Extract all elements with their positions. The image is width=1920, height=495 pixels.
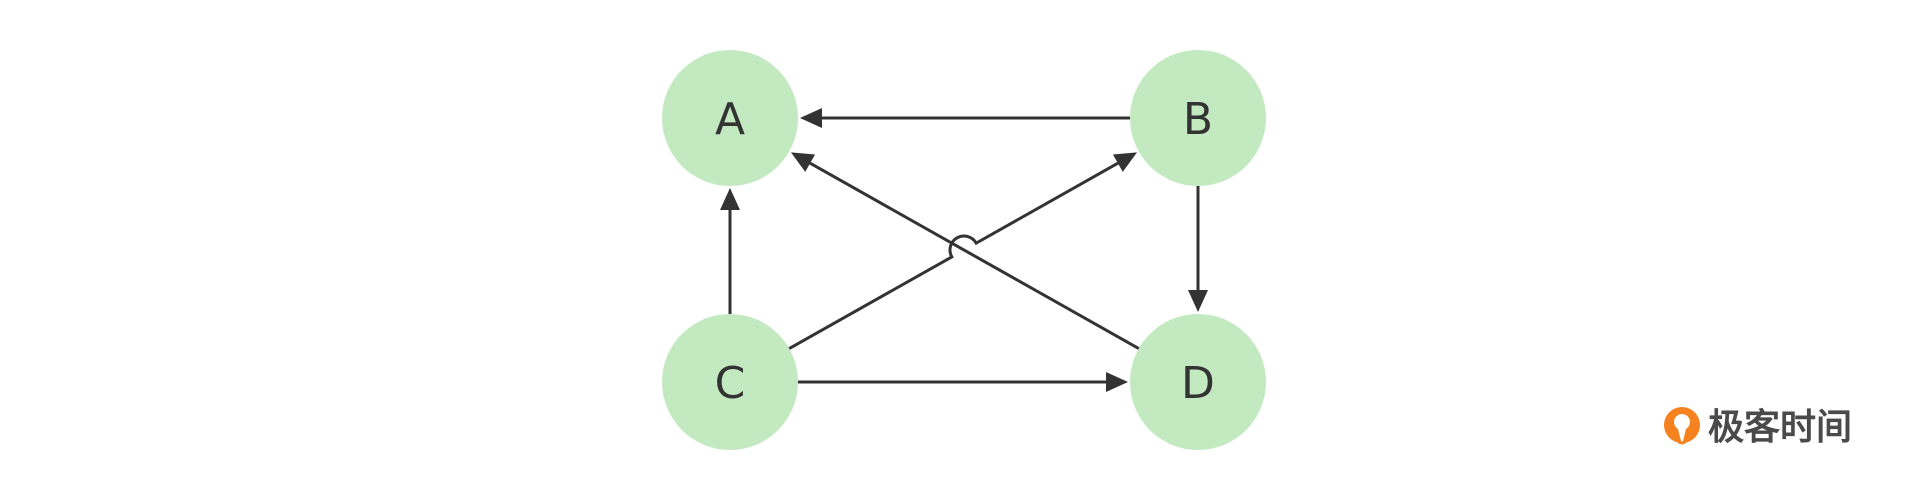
node-C-label: C [715,358,746,409]
node-C-circle [662,314,798,450]
arrowhead-B-to-A [800,108,822,128]
node-C: C [662,314,798,450]
edge-C-to-B [788,161,1119,350]
node-D-label: D [1181,358,1215,409]
node-D: D [1130,314,1266,450]
node-A: A [662,50,798,186]
arrowhead-C-to-B [1112,152,1138,172]
node-B-label: B [1183,94,1213,145]
edges-layer [720,108,1208,392]
node-B: B [1130,50,1266,186]
node-A-circle [662,50,798,186]
watermark-logo: 极客时间 [1664,407,1852,448]
watermark-text: 极客时间 [1708,407,1852,448]
arrowhead-D-to-A [790,152,816,172]
geektime-logo-icon [1664,407,1700,445]
node-B-circle [1130,50,1266,186]
nodes-layer: A B C D [662,50,1266,450]
arrowhead-C-to-D [1106,372,1128,392]
node-A-label: A [715,94,745,145]
arrowhead-B-to-D [1188,290,1208,312]
arrowhead-C-to-A [720,188,740,210]
edge-D-to-A [809,161,1140,350]
node-D-circle [1130,314,1266,450]
